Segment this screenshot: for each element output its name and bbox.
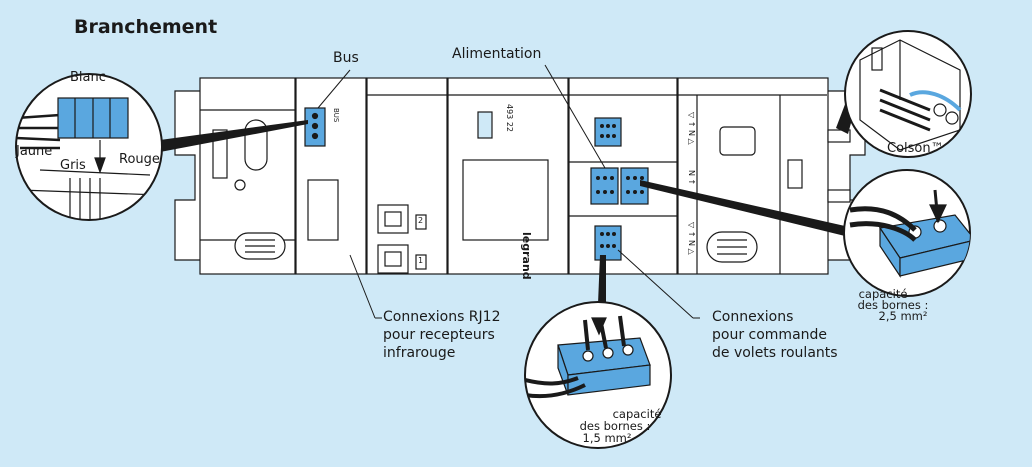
detail-circle-colson	[844, 30, 972, 158]
label-jaune: Jaune	[16, 144, 53, 159]
label-volets-line3: de volets roulants	[712, 345, 838, 361]
detail-circle-terminal-25	[843, 169, 971, 297]
volet-marking-2: N ↑	[687, 170, 696, 186]
label-cap-right-1: capacité	[858, 287, 908, 301]
label-rj12-line3: infrarouge	[383, 345, 456, 361]
rj12-module	[366, 77, 448, 275]
label-rj12-line2: pour recepteurs	[383, 327, 495, 343]
label-cap-bottom-2: des bornes :	[579, 419, 651, 433]
page-title: Branchement	[74, 16, 218, 38]
label-gris: Gris	[60, 158, 86, 173]
label-cap-right-2: des bornes :	[857, 298, 929, 312]
device-model: 493 22	[505, 104, 514, 132]
label-alimentation: Alimentation	[452, 46, 542, 62]
label-rouge: Rouge	[119, 152, 160, 167]
label-volets-line2: pour commande	[712, 327, 828, 343]
volet-marking-1: ▽ ↑ N △	[687, 112, 696, 145]
volet-marking-3: ▽ ↑ N △	[687, 222, 696, 255]
leader-lines	[317, 64, 700, 319]
rj-port-2: 2	[418, 216, 424, 225]
rj-port-1: 1	[418, 256, 424, 265]
label-blanc: Blanc	[70, 70, 106, 85]
label-rj12-line1: Connexions RJ12	[383, 309, 501, 325]
device-bus-marking: BUS	[332, 108, 340, 123]
detail-circle-bus	[15, 73, 163, 221]
terminal-holes	[596, 124, 644, 248]
zoom-wedges	[160, 86, 860, 304]
detail-circle-terminal-15	[524, 301, 672, 449]
label-cap-bottom-1: capacité	[612, 407, 662, 421]
label-cap-bottom-3: 1,5 mm²	[582, 431, 632, 445]
label-bus: Bus	[333, 50, 359, 66]
label-cap-right-3: 2,5 mm²	[878, 309, 928, 323]
device-assembly	[174, 77, 866, 275]
label-volets-line1: Connexions	[712, 309, 794, 325]
device-brand: legrand	[520, 232, 533, 280]
label-colson: Colson™	[887, 141, 944, 156]
